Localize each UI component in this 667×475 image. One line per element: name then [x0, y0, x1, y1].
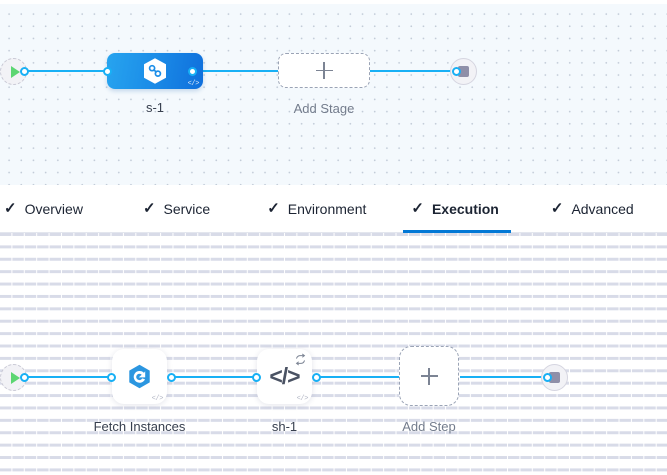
- tab-service-label: Service: [163, 200, 211, 217]
- add-stage-label: Add Stage: [293, 101, 355, 116]
- tab-environment-label: Environment: [287, 200, 367, 217]
- check-icon: ✓: [142, 200, 156, 217]
- step2-input-port[interactable]: [252, 372, 261, 382]
- stage-output-port[interactable]: [188, 66, 197, 76]
- stage-canvas[interactable]: </> s-1 Add Stage: [0, 4, 667, 185]
- check-icon: ✓: [4, 200, 17, 217]
- step-node-sh-1-label: sh-1: [271, 419, 298, 434]
- check-icon: ✓: [267, 200, 280, 217]
- step-start-port[interactable]: [20, 372, 29, 382]
- check-icon: ✓: [411, 200, 424, 217]
- stop-icon: [549, 372, 560, 383]
- code-icon: </>: [296, 395, 309, 403]
- code-icon: </>: [151, 395, 164, 403]
- step1-input-port[interactable]: [107, 372, 116, 382]
- plus-icon: [315, 62, 333, 79]
- wire-step1-to-step2: [171, 376, 256, 378]
- play-icon: [10, 65, 20, 78]
- wire-start-to-step1: [24, 376, 111, 378]
- tab-environment[interactable]: ✓ Environment: [267, 185, 366, 233]
- stage-config-tabs: ✓ Overview ✓ Service ✓ Environment ✓ Exe…: [0, 185, 667, 233]
- wire-add-to-end: [460, 376, 548, 378]
- add-step-label: Add Step: [402, 419, 456, 434]
- stage-node-label: s-1: [145, 100, 165, 115]
- execution-steps-canvas[interactable]: </> Fetch Instances </> </> sh-1 Add: [0, 233, 667, 475]
- check-icon: ✓: [550, 200, 564, 217]
- plus-icon: [420, 367, 438, 385]
- step1-output-port[interactable]: [167, 372, 176, 382]
- stage-input-port[interactable]: [103, 66, 112, 76]
- add-step-button[interactable]: [399, 346, 459, 406]
- tab-advanced[interactable]: ✓ Advanced: [551, 185, 634, 233]
- stage-start-port[interactable]: [20, 66, 29, 76]
- tab-execution[interactable]: ✓ Execution: [403, 185, 512, 233]
- wire-stage-to-add: [192, 70, 280, 72]
- add-stage-button[interactable]: [278, 53, 370, 88]
- hexagon-infinity-icon: [144, 58, 166, 84]
- wire-step2-to-add: [318, 376, 400, 378]
- tab-advanced-label: Advanced: [571, 200, 634, 217]
- step2-output-port[interactable]: [312, 372, 321, 382]
- wire-start-to-stage: [24, 70, 114, 72]
- stop-icon: [458, 66, 469, 77]
- shell-script-icon: </>: [269, 363, 300, 389]
- tab-overview-label: Overview: [24, 200, 83, 217]
- loop-icon: [295, 353, 306, 366]
- stage-end-port[interactable]: [452, 66, 461, 76]
- step-end-port[interactable]: [543, 372, 552, 382]
- stage-node-s-1[interactable]: </>: [107, 53, 203, 89]
- play-icon: [10, 371, 20, 384]
- fetch-instances-icon: [129, 364, 150, 389]
- tab-execution-label: Execution: [431, 200, 499, 217]
- code-icon: </>: [187, 80, 200, 88]
- step-node-sh-1[interactable]: </> </>: [257, 349, 312, 404]
- wire-add-to-end: [368, 70, 457, 72]
- tab-overview[interactable]: ✓ Overview: [4, 185, 83, 233]
- step-node-fetch-instances[interactable]: </>: [112, 349, 167, 404]
- step-node-fetch-instances-label: Fetch Instances: [93, 419, 186, 434]
- tab-service[interactable]: ✓ Service: [143, 185, 210, 233]
